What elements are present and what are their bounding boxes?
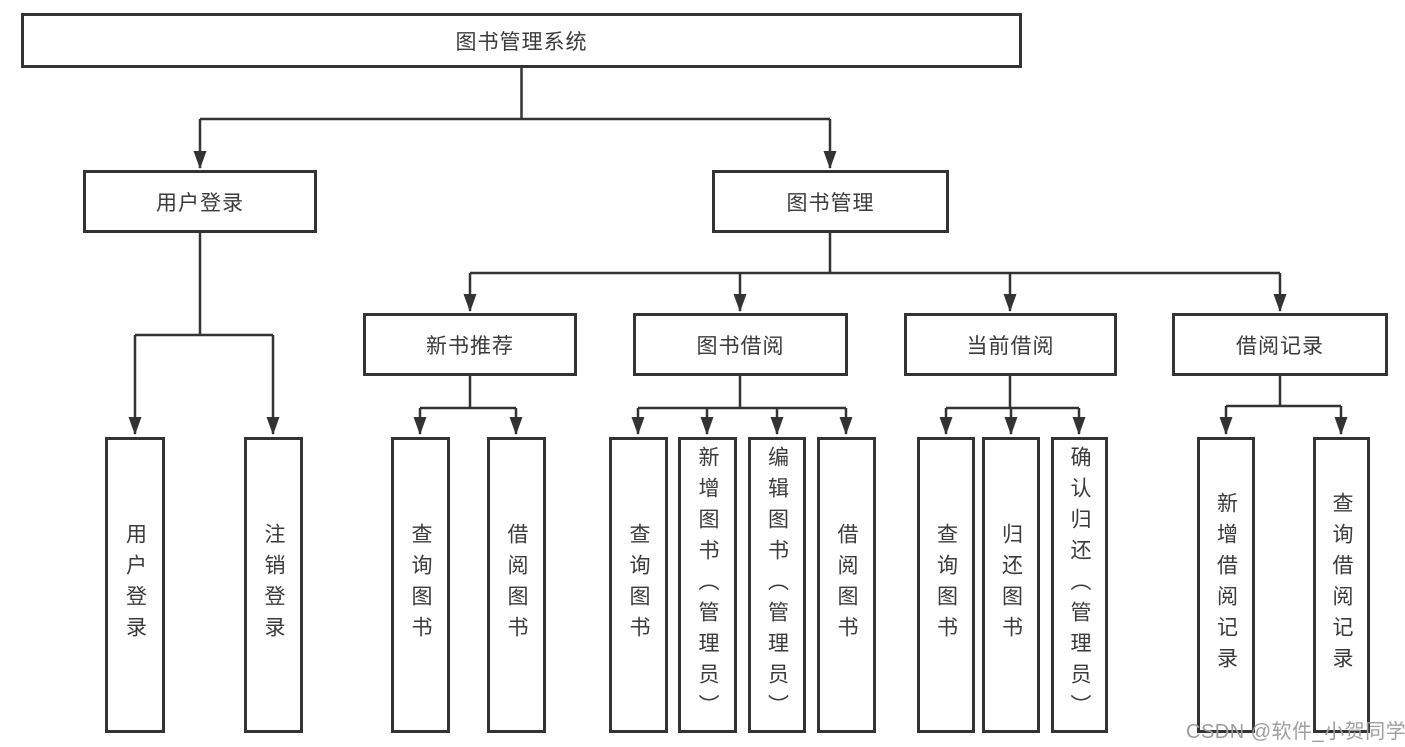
leaf-borrow-books-label: 借阅图书: [835, 523, 858, 647]
node-new-book-recommend: 新书推荐: [363, 313, 577, 376]
node-user-login: 用户登录: [83, 170, 317, 233]
leaf-borrow-books: 借阅图书: [817, 437, 876, 733]
leaf-newbook-query-books: 查询图书: [391, 437, 450, 733]
leaf-add-books-admin: 新增图书（管理员）: [678, 437, 737, 733]
leaf-confirm-return-admin: 确认归还（管理员）: [1051, 437, 1108, 733]
node-borrow-records: 借阅记录: [1172, 313, 1388, 376]
leaf-newbook-borrow-books: 借阅图书: [487, 437, 546, 733]
csdn-watermark: CSDN @软件_小贺同学: [1186, 721, 1405, 743]
leaf-edit-books-admin-label: 编辑图书（管理员）: [765, 445, 789, 725]
leaf-add-borrow-record: 新增借阅记录: [1197, 437, 1255, 733]
leaf-current-query-books: 查询图书: [917, 437, 975, 733]
leaf-user-login-label: 用户登录: [123, 523, 147, 647]
leaf-user-login: 用户登录: [105, 437, 165, 733]
leaf-borrow-query-books-label: 查询图书: [627, 523, 650, 647]
leaf-add-books-admin-label: 新增图书（管理员）: [696, 445, 719, 725]
leaf-add-borrow-record-label: 新增借阅记录: [1214, 492, 1238, 678]
leaf-newbook-query-books-label: 查询图书: [409, 523, 432, 647]
leaf-return-books-label: 归还图书: [999, 523, 1023, 647]
leaf-query-borrow-record: 查询借阅记录: [1313, 437, 1370, 733]
leaf-return-books: 归还图书: [982, 437, 1040, 733]
leaf-query-borrow-record-label: 查询借阅记录: [1330, 492, 1353, 678]
leaf-logout: 注销登录: [244, 437, 303, 733]
leaf-current-query-books-label: 查询图书: [934, 523, 958, 647]
node-current-borrow: 当前借阅: [904, 313, 1117, 376]
node-root: 图书管理系统: [21, 13, 1022, 68]
leaf-newbook-borrow-books-label: 借阅图书: [505, 523, 528, 647]
node-book-borrow: 图书借阅: [633, 313, 848, 376]
leaf-borrow-query-books: 查询图书: [609, 437, 668, 733]
leaf-logout-label: 注销登录: [262, 523, 285, 647]
leaf-confirm-return-admin-label: 确认归还（管理员）: [1068, 445, 1091, 725]
node-book-management: 图书管理: [712, 170, 949, 233]
leaf-edit-books-admin: 编辑图书（管理员）: [748, 437, 806, 733]
